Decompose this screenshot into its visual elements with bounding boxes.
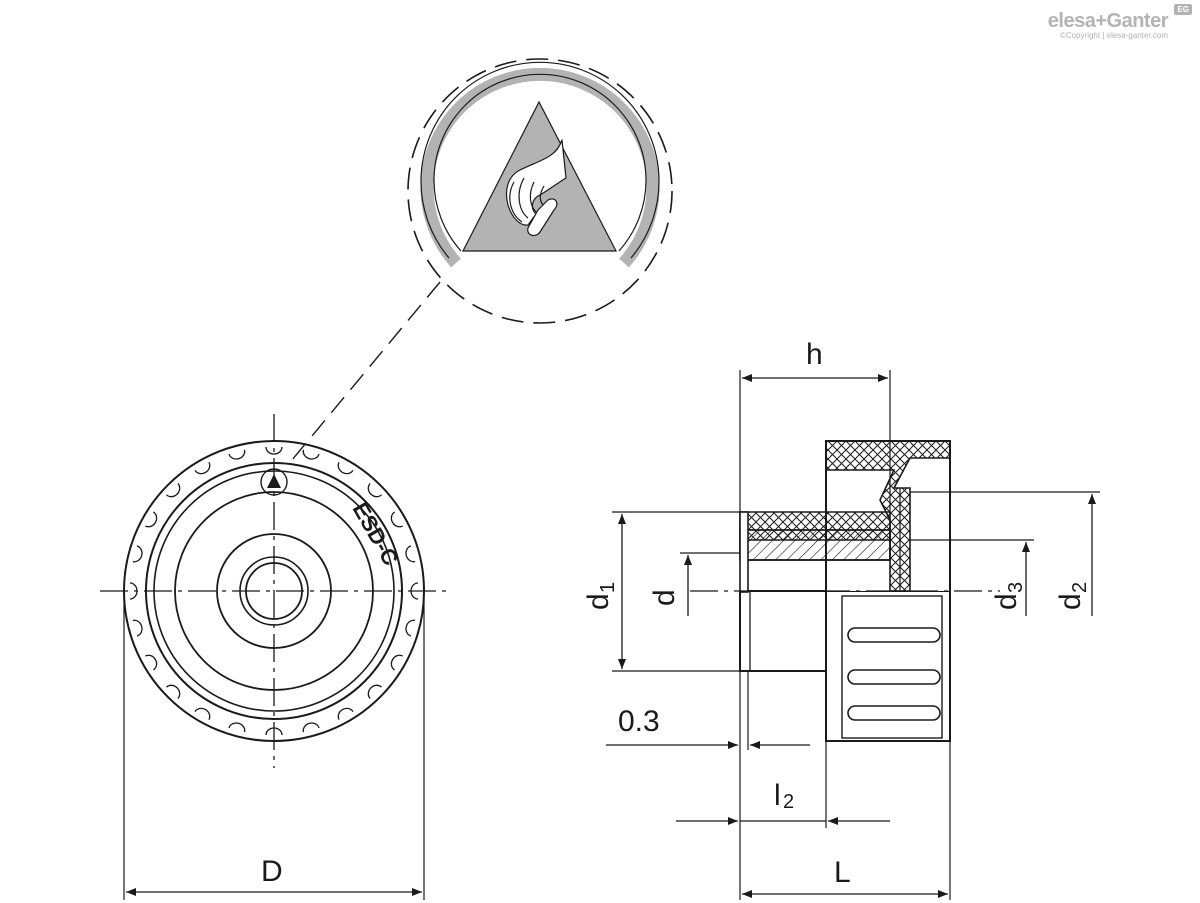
esd-detail	[407, 58, 673, 324]
svg-text:d: d	[648, 589, 681, 606]
knurl-scallop	[390, 511, 403, 528]
esd-hand-icon	[505, 139, 567, 237]
knurl-scallop	[132, 545, 143, 563]
dim-d1-label: d 1	[582, 582, 619, 610]
knurl-scallop	[302, 722, 320, 733]
svg-text:d: d	[990, 593, 1023, 610]
esd-ring-inner-edge	[433, 73, 647, 252]
knurl-scallop	[337, 707, 354, 720]
dim-d-label: d	[648, 589, 681, 606]
esd-ring-outer-edge	[420, 61, 660, 259]
brand-copyright: ©Copyright | elesa-ganter.com	[1059, 31, 1168, 40]
metal-insert-section	[739, 529, 891, 561]
knurl-scallop	[145, 654, 158, 671]
knurl-scallop	[367, 483, 382, 498]
dim-d2-label: d 2	[1054, 582, 1091, 610]
knurl-scallop	[265, 446, 283, 455]
grip-lower-inner	[841, 595, 943, 739]
dim-l2-label: l 2	[774, 779, 794, 813]
svg-text:d: d	[1054, 593, 1087, 610]
knurl-scallop	[367, 684, 382, 699]
knurl-scallop	[228, 449, 246, 460]
knurl-scallop	[194, 707, 211, 720]
knurl-scallop	[302, 449, 320, 460]
esd-marking-text: ESD-C	[348, 498, 404, 570]
knurl-scallop	[132, 619, 143, 637]
brand-logo: elesa+Ganter ©Copyright | elesa-ganter.c…	[1047, 4, 1192, 40]
svg-text:2: 2	[783, 791, 794, 813]
front-view	[100, 414, 452, 900]
detail-leader-line	[286, 281, 441, 467]
svg-text:2: 2	[1069, 582, 1091, 593]
knurl-scallop	[405, 545, 416, 563]
detail-circle	[407, 58, 673, 324]
spigot-end-face	[739, 511, 749, 593]
svg-text:l: l	[774, 779, 781, 812]
knurl-scallop	[390, 654, 403, 671]
knurl-scallop	[337, 462, 354, 475]
brand-badge: EG	[1174, 4, 1192, 15]
dim-d3-label: d 3	[990, 582, 1027, 610]
knurl-scallop	[145, 511, 158, 528]
knurl-scallop	[405, 619, 416, 637]
knurl-scallop	[228, 722, 246, 733]
side-view	[606, 370, 1100, 900]
dim-h-label: h	[806, 338, 823, 371]
svg-text:d: d	[582, 593, 615, 610]
grip-ribs	[847, 627, 941, 721]
knurl-scallop	[166, 483, 181, 498]
spigot-lower	[739, 590, 827, 672]
knurl-scallop	[194, 462, 211, 475]
svg-text:3: 3	[1005, 582, 1027, 593]
brand-name: elesa+Ganter	[1047, 10, 1169, 32]
dim-D-label: D	[261, 855, 283, 888]
dim-L-label: L	[834, 856, 851, 889]
grip-lower	[825, 590, 951, 742]
dim-03-label: 0.3	[618, 705, 660, 738]
knurl-scallop	[166, 684, 181, 699]
svg-text:1: 1	[597, 582, 619, 593]
